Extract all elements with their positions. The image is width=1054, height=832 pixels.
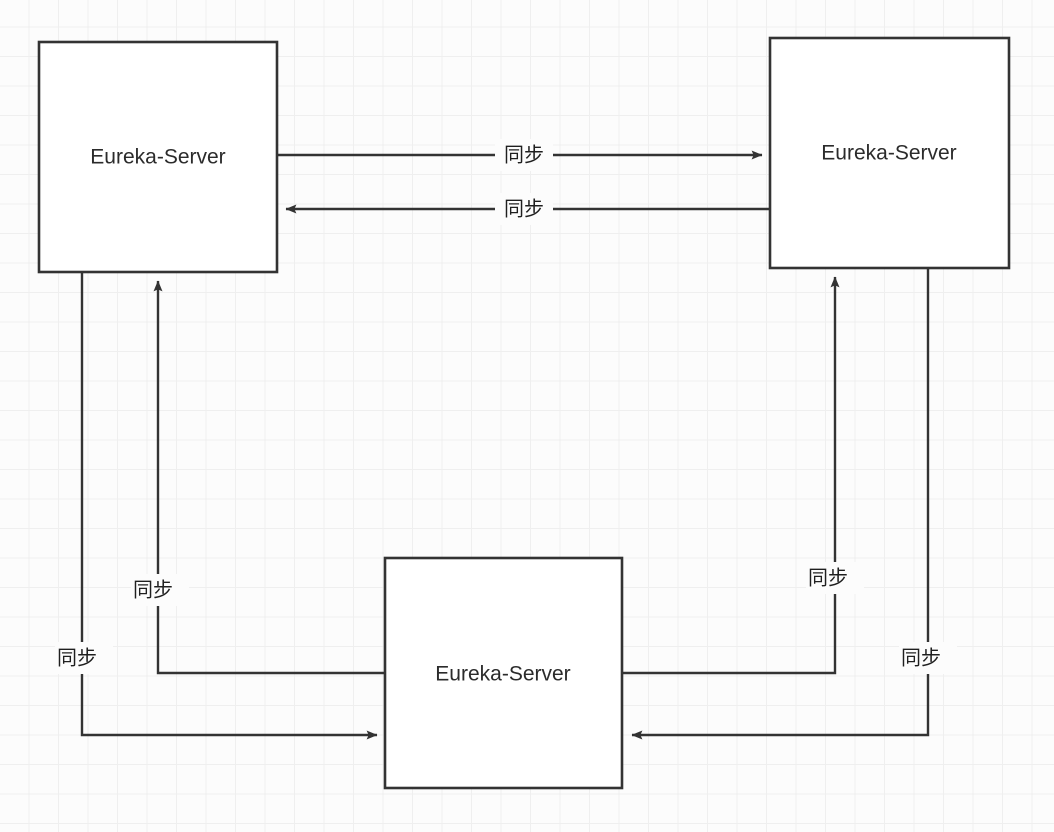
edge-bottom-to-left-path (153, 280, 385, 675)
edge-right-to-left[interactable]: 同步 (285, 193, 770, 225)
node-label-top-right: Eureka-Server (821, 142, 956, 165)
node-label-bottom: Eureka-Server (435, 663, 570, 686)
edge-right-to-bottom[interactable]: 同步 (631, 268, 957, 740)
edge-bottom-to-right[interactable]: 同步 (622, 276, 864, 675)
node-eureka-server-top-left[interactable]: Eureka-Server (37, 40, 279, 274)
node-rect-top-left (37, 40, 279, 274)
edge-left-to-bottom-label-bg (55, 642, 113, 674)
edge-left-to-right-label: 同步 (504, 143, 544, 166)
edge-bottom-to-right-label-bg (806, 562, 864, 594)
node-eureka-server-bottom[interactable]: Eureka-Server (383, 556, 624, 790)
edge-left-to-bottom-label: 同步 (57, 646, 97, 669)
edge-bottom-to-left[interactable]: 同步 (131, 280, 385, 675)
edge-left-to-bottom[interactable]: 同步 (55, 272, 378, 740)
edge-bottom-to-right-path (622, 276, 840, 675)
node-rect-top-right (768, 36, 1011, 270)
edge-bottom-to-left-label: 同步 (133, 578, 173, 601)
edge-bottom-to-left-label-bg (131, 574, 189, 606)
edge-left-to-right[interactable]: 同步 (277, 139, 763, 171)
edge-right-to-bottom-path (631, 268, 930, 740)
edge-left-to-bottom-path (80, 272, 378, 740)
edge-left-to-right-label-bg (495, 139, 553, 171)
node-rect-bottom (383, 556, 624, 790)
edge-right-to-left-label-bg (495, 193, 553, 225)
edge-bottom-to-right-label: 同步 (808, 566, 848, 589)
node-label-top-left: Eureka-Server (90, 146, 225, 169)
edge-right-to-left-label: 同步 (504, 197, 544, 220)
node-eureka-server-top-right[interactable]: Eureka-Server (768, 36, 1011, 270)
edge-right-to-bottom-label: 同步 (901, 646, 941, 669)
edge-right-to-bottom-label-bg (899, 642, 957, 674)
